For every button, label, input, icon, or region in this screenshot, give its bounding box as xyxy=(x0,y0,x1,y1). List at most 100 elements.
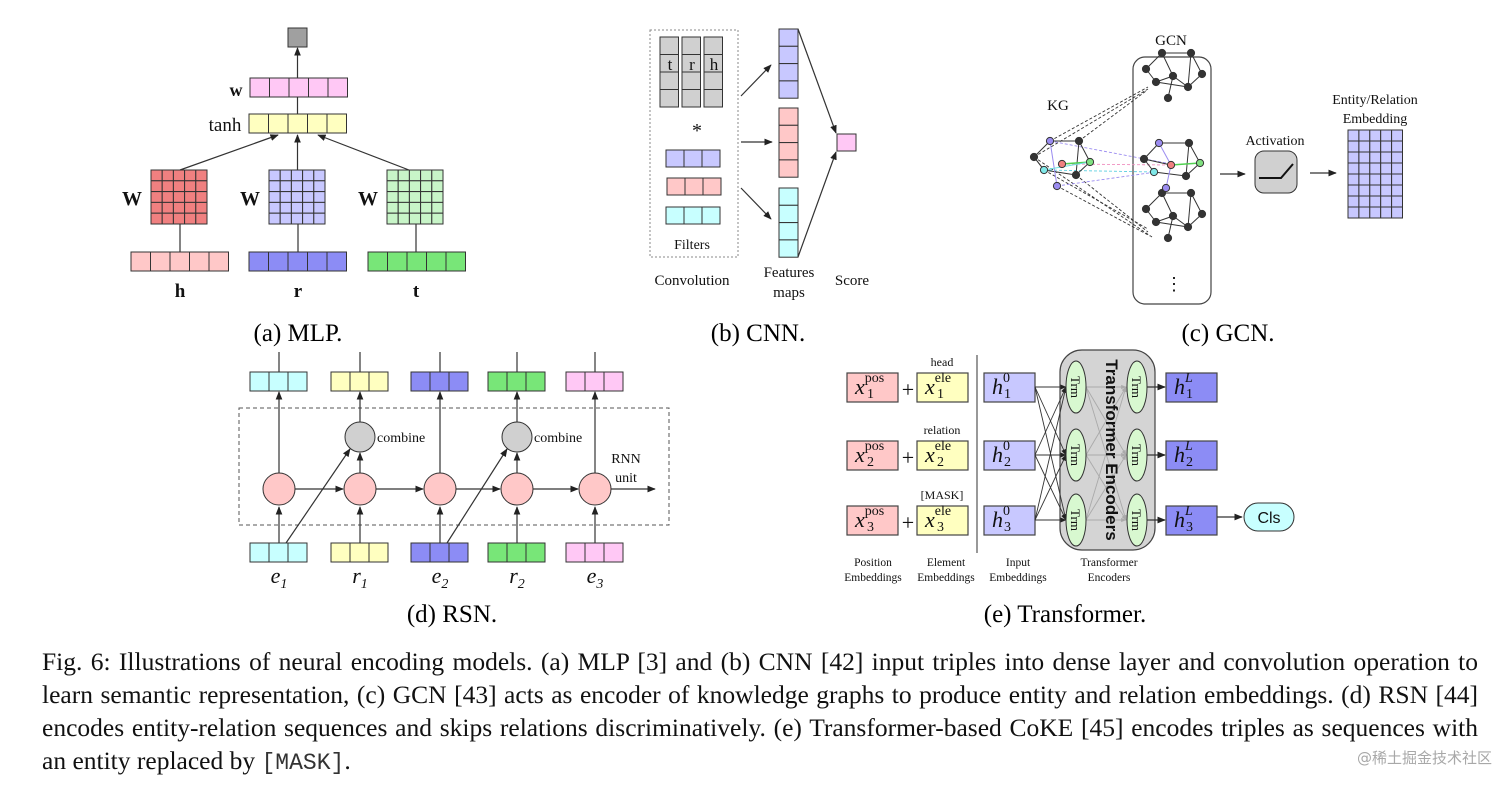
cell xyxy=(665,206,685,225)
caption-mask-token: [MASK] xyxy=(261,750,345,776)
grid-cell xyxy=(161,169,174,182)
cell xyxy=(130,251,151,272)
W-label: W xyxy=(358,188,378,210)
sequence-label-e3: e3 xyxy=(587,563,604,592)
gcn-graph-bottom-edge xyxy=(1161,192,1174,217)
kg-node-purple xyxy=(1052,181,1062,191)
cell xyxy=(368,542,389,563)
superscript: L xyxy=(1184,371,1193,386)
sequence-label-r1: r1 xyxy=(352,563,368,592)
input-vector-e2 xyxy=(410,542,469,563)
maps-label: maps xyxy=(773,285,805,301)
grid-cell xyxy=(1380,151,1393,164)
cell xyxy=(287,251,308,272)
gcn-graph-top-node xyxy=(1183,82,1193,92)
output-embedding-2 xyxy=(1165,440,1218,471)
cell xyxy=(681,71,701,90)
cell xyxy=(584,542,605,563)
bottom-label-3-line2: Encoders xyxy=(1088,572,1131,584)
transformer-encoders-title: Transformer Encoders xyxy=(1102,359,1121,540)
grid-cell xyxy=(172,169,186,182)
position-embedding-1 xyxy=(846,372,899,403)
gcn-mid-node xyxy=(1181,171,1191,181)
kg-edge xyxy=(1043,169,1077,176)
h-to-tanh-arrow xyxy=(179,134,279,171)
grid-cell xyxy=(431,191,444,203)
sequence-label-r2: r2 xyxy=(509,563,525,592)
grid-cell xyxy=(313,169,326,182)
grid-cell xyxy=(302,169,315,182)
grid-cell xyxy=(1380,195,1393,208)
grid-cell xyxy=(302,201,315,214)
rnn-unit-node xyxy=(500,472,534,506)
score-label: Score xyxy=(835,273,869,289)
kg-node-red xyxy=(1057,159,1067,169)
trm-to-trm-arrow xyxy=(1085,386,1127,456)
row-label-0: head xyxy=(931,355,954,369)
cell xyxy=(287,542,308,563)
kg-node-cyan xyxy=(1039,165,1049,175)
grid-cell xyxy=(1380,129,1393,142)
superscript: ele xyxy=(935,504,951,519)
grid-cell xyxy=(161,180,174,193)
grid-cell xyxy=(397,191,410,203)
trm-label: Trm xyxy=(1068,509,1083,531)
grid-cell xyxy=(386,169,399,182)
embedding-matrix xyxy=(1347,129,1403,219)
sequence-subscript: 2 xyxy=(518,577,525,592)
cell xyxy=(659,71,679,90)
cell xyxy=(249,542,270,563)
superscript: ele xyxy=(935,371,951,386)
superscript: pos xyxy=(865,504,884,519)
cell xyxy=(410,542,431,563)
input-to-trm-arrow xyxy=(1034,386,1068,521)
rnn-dashed-box xyxy=(238,407,670,526)
grid-cell xyxy=(1358,195,1371,208)
cell xyxy=(659,36,679,55)
convolution-star: * xyxy=(692,120,702,142)
grid-cell xyxy=(431,169,444,182)
weight-matrix-r xyxy=(268,169,326,225)
cell xyxy=(703,71,723,90)
cell xyxy=(701,206,721,225)
rnn-unit-node xyxy=(423,472,457,506)
cell xyxy=(287,371,308,392)
gcn-ellipsis: ⋮ xyxy=(1165,274,1183,294)
input-label-h: h xyxy=(175,281,186,302)
grid-cell xyxy=(408,169,422,182)
input-label-t: t xyxy=(413,281,420,302)
superscript: L xyxy=(1184,439,1193,454)
input-embedding-1-subscript: 1 xyxy=(1004,387,1011,402)
combine-label: combine xyxy=(534,431,582,446)
grid-cell xyxy=(397,169,410,182)
grid-cell xyxy=(1369,151,1382,164)
kg-projection-dash xyxy=(1033,156,1153,238)
grid-cell xyxy=(1391,162,1403,175)
output-embedding-2-subscript: 2 xyxy=(1186,455,1193,470)
grid-cell xyxy=(195,180,208,193)
cell xyxy=(330,542,351,563)
grid-cell xyxy=(1380,184,1393,197)
grid-cell xyxy=(302,212,315,225)
embedding-label-1: Entity/Relation xyxy=(1332,93,1418,108)
kg-projection-dash xyxy=(1033,88,1149,158)
cell xyxy=(269,77,290,98)
kg-edge-cyan xyxy=(1043,161,1091,171)
cell xyxy=(681,36,701,55)
grid-cell xyxy=(1347,162,1360,175)
plus-sign: + xyxy=(902,510,914,535)
cell xyxy=(410,371,431,392)
gcn-graph-mid-edge xyxy=(1153,171,1187,177)
element-embedding-1-subscript: 1 xyxy=(937,387,944,402)
cell xyxy=(330,371,351,392)
input-vector-e3 xyxy=(565,542,624,563)
cell xyxy=(702,177,722,196)
cell xyxy=(778,239,799,258)
kg-node-green xyxy=(1085,157,1095,167)
position-embedding-1-subscript: 1 xyxy=(867,387,874,402)
kg-node-purple xyxy=(1045,136,1055,146)
cell xyxy=(189,251,210,272)
grid-cell xyxy=(386,201,399,214)
input-letter: t xyxy=(668,55,673,74)
